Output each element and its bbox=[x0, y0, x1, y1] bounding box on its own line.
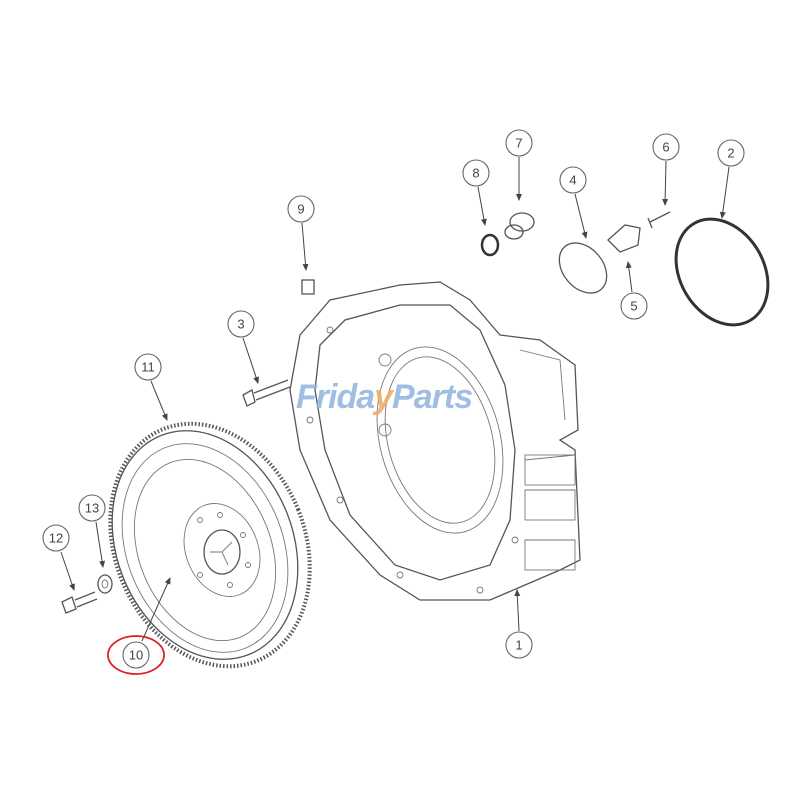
callout-8: 8 bbox=[462, 159, 490, 187]
svg-text:1: 1 bbox=[515, 638, 522, 653]
svg-text:3: 3 bbox=[237, 317, 244, 332]
plug-fitting bbox=[504, 212, 535, 240]
callout-3: 3 bbox=[227, 310, 255, 338]
svg-text:2: 2 bbox=[727, 146, 734, 161]
svg-text:8: 8 bbox=[472, 166, 479, 181]
bracket bbox=[607, 224, 641, 253]
cover-plate bbox=[558, 242, 608, 294]
bracket-screw bbox=[647, 211, 671, 229]
svg-text:10: 10 bbox=[129, 648, 143, 663]
callout-4: 4 bbox=[559, 166, 587, 194]
svg-text:4: 4 bbox=[569, 173, 576, 188]
housing-bolt bbox=[242, 379, 291, 407]
callout-13: 13 bbox=[78, 494, 106, 522]
flywheel-bolt bbox=[61, 591, 98, 614]
svg-text:6: 6 bbox=[662, 140, 669, 155]
callout-1: 1 bbox=[505, 631, 533, 659]
callout-11: 11 bbox=[134, 353, 162, 381]
callout-5: 5 bbox=[620, 292, 648, 320]
callout-2: 2 bbox=[717, 139, 745, 167]
leader-lines bbox=[60, 157, 730, 642]
svg-text:12: 12 bbox=[49, 531, 63, 546]
dowel-plug bbox=[301, 279, 315, 295]
svg-text:5: 5 bbox=[630, 299, 637, 314]
o-ring bbox=[674, 217, 770, 327]
svg-text:11: 11 bbox=[141, 360, 155, 375]
washer bbox=[97, 574, 113, 594]
callout-10: 10 bbox=[122, 641, 150, 669]
svg-text:9: 9 bbox=[297, 202, 304, 217]
callout-12: 12 bbox=[42, 524, 70, 552]
svg-text:7: 7 bbox=[515, 136, 522, 151]
seal-ring bbox=[480, 233, 500, 257]
callout-7: 7 bbox=[505, 129, 533, 157]
svg-text:13: 13 bbox=[85, 501, 99, 516]
callout-6: 6 bbox=[652, 133, 680, 161]
flywheel bbox=[108, 421, 312, 669]
callout-9: 9 bbox=[287, 195, 315, 223]
watermark-logo: FridayParts bbox=[296, 378, 473, 416]
flywheel-housing bbox=[289, 281, 581, 601]
highlight-ring bbox=[107, 635, 165, 675]
